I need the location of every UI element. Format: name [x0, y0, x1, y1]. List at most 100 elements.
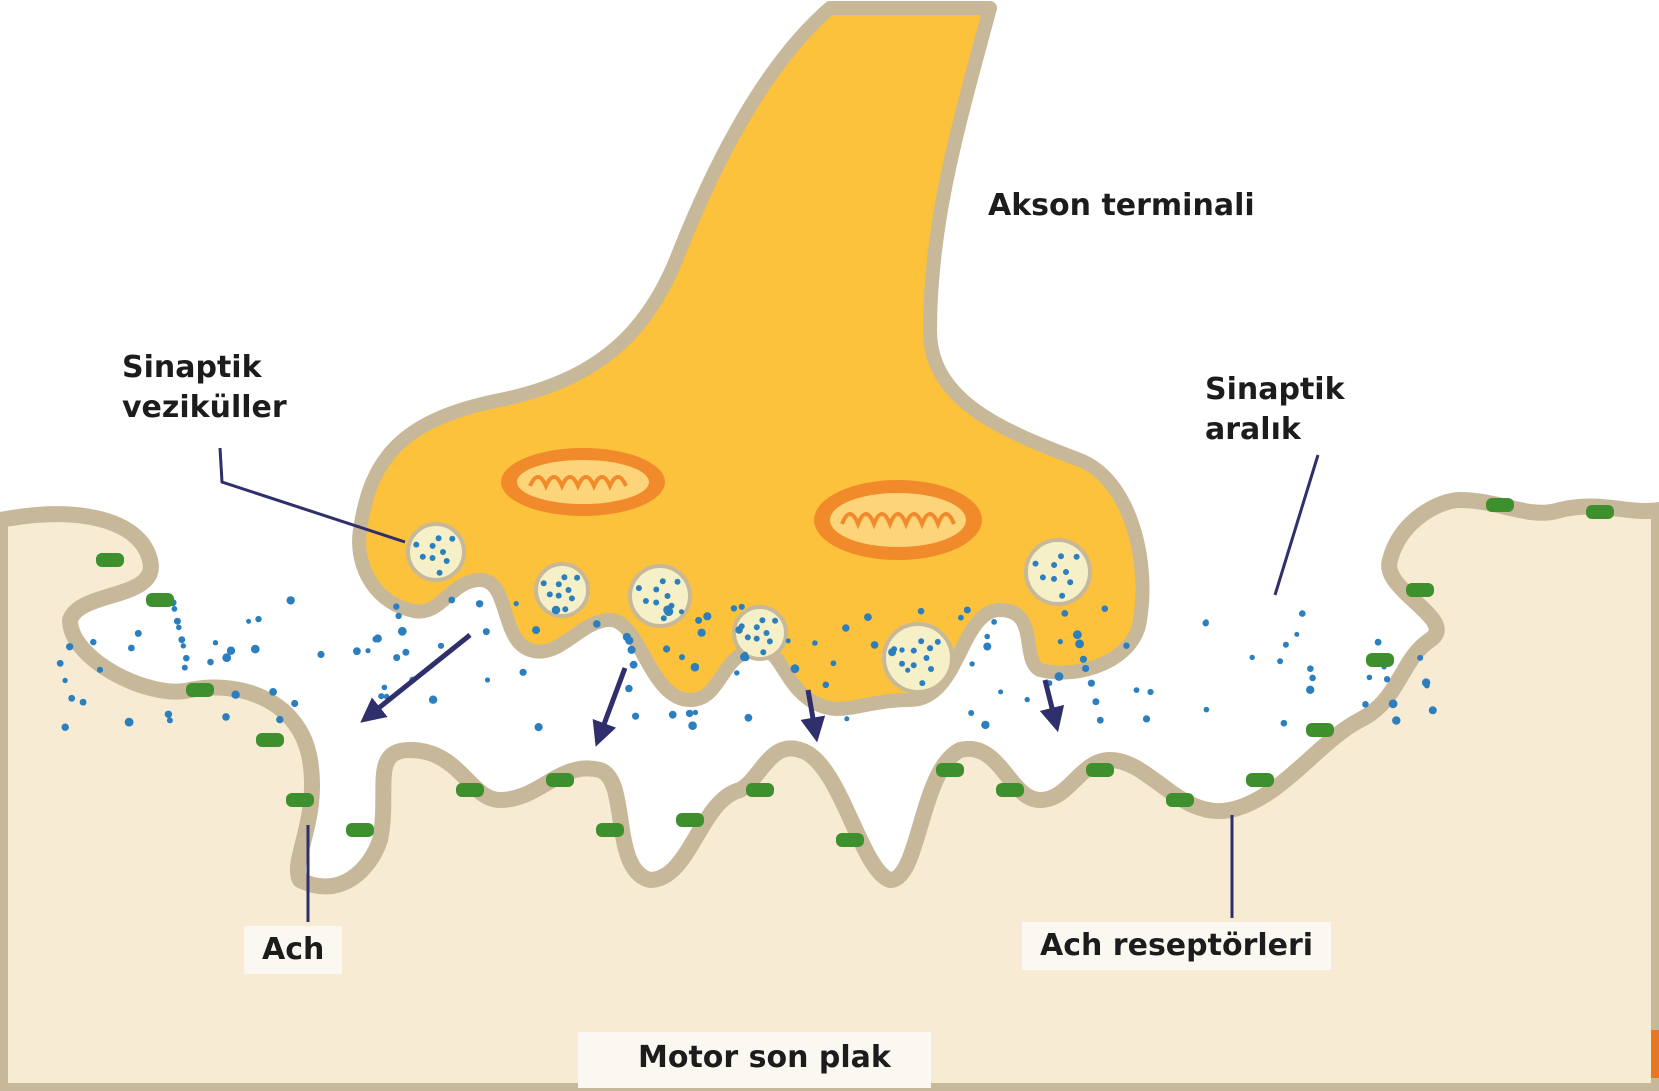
ach-receptor-patch [676, 813, 704, 827]
ach-molecule [176, 625, 182, 631]
ach-molecule [1097, 717, 1104, 724]
ach-molecule [255, 616, 261, 622]
ach-receptor-patch [456, 783, 484, 797]
ach-molecule [1429, 706, 1437, 714]
ach-molecule [398, 627, 407, 636]
ach-molecule [786, 638, 791, 643]
vesicle-4 [734, 607, 786, 659]
label-sinaptik-aralik-line1: Sinaptik [1205, 370, 1345, 410]
ach-molecule [735, 626, 743, 634]
ach-molecule [174, 618, 181, 625]
ach-molecule [899, 647, 904, 652]
label-akson-terminali: Akson terminali [988, 186, 1255, 226]
ach-molecule [625, 637, 633, 645]
ach-molecule [61, 724, 68, 731]
ach-molecule [1277, 658, 1283, 664]
ach-molecule [693, 710, 698, 715]
ach-molecule [888, 648, 896, 656]
ach-molecule [1080, 656, 1087, 663]
ach-molecule [448, 597, 455, 604]
ach-receptor-patch [186, 683, 214, 697]
ach-molecule [1306, 686, 1314, 694]
ach-molecule [485, 677, 490, 682]
ach-molecule [905, 668, 910, 673]
ach-molecule [167, 717, 173, 723]
ach-receptor-patch [346, 823, 374, 837]
ach-molecule [135, 630, 142, 637]
ach-molecule [128, 645, 135, 652]
ach-molecule [984, 634, 990, 640]
mitochondrion-1 [501, 448, 665, 516]
label-sinaptik-aralik: Sinaptik aralık [1205, 370, 1345, 450]
ach-receptor-patch [1166, 793, 1194, 807]
label-ach-reseptorleri: Ach reseptörleri [1022, 922, 1331, 970]
ach-molecule [182, 665, 188, 671]
ach-molecule [213, 640, 218, 645]
ach-molecule [998, 689, 1003, 694]
ach-molecule [68, 695, 75, 702]
ach-molecule [251, 645, 260, 654]
ach-molecule [62, 678, 67, 683]
ach-molecule [393, 654, 400, 661]
ach-receptor-patch [1486, 498, 1514, 512]
ach-molecule [927, 645, 933, 651]
ach-molecule [669, 711, 677, 719]
ach-molecule [1082, 665, 1089, 672]
ach-molecule [1061, 610, 1068, 617]
ach-molecule [514, 601, 519, 606]
ach-molecule [402, 649, 409, 656]
ach-molecule [663, 645, 670, 652]
ach-molecule [395, 613, 401, 619]
ach-molecule [731, 605, 737, 611]
ach-molecule [520, 669, 527, 676]
ach-molecule [823, 682, 830, 689]
ach-molecule [688, 721, 697, 730]
ach-molecule [172, 606, 178, 612]
ach-molecule [1389, 699, 1398, 708]
ach-molecule [964, 607, 971, 614]
label-sinaptik-aralik-line2: aralık [1205, 410, 1345, 450]
ach-molecule [535, 723, 543, 731]
ach-molecule [842, 624, 849, 631]
ach-molecule [66, 643, 73, 650]
ach-molecule [1281, 720, 1288, 727]
ach-molecule [983, 643, 991, 651]
ach-molecule [1307, 665, 1314, 672]
ach-molecule [1392, 716, 1400, 724]
ach-molecule [734, 670, 739, 675]
ach-molecule [981, 721, 989, 729]
ach-molecule [269, 688, 277, 696]
slide-edge-marker [1651, 1030, 1659, 1078]
ach-molecule [686, 710, 693, 717]
release-arrow-1 [370, 635, 470, 715]
ach-molecule [291, 700, 298, 707]
ach-molecule [968, 710, 974, 716]
ach-receptor-patch [1586, 505, 1614, 519]
ach-molecule [1025, 697, 1030, 702]
ach-molecule [429, 696, 437, 704]
ach-molecule [165, 711, 172, 718]
ach-receptor-patch [1086, 763, 1114, 777]
ach-molecule [207, 659, 214, 666]
ach-molecule [628, 646, 636, 654]
ach-molecule [1143, 715, 1150, 722]
ach-molecule [1417, 655, 1423, 661]
ach-molecule [1123, 643, 1129, 649]
ach-molecule [871, 641, 879, 649]
ach-molecule [695, 617, 702, 624]
ach-molecule [1134, 687, 1140, 693]
ach-receptor-patch [1406, 583, 1434, 597]
ach-receptor-patch [96, 553, 124, 567]
label-sinaptik-vezikuller-line1: Sinaptik [122, 348, 287, 388]
ach-molecule [1367, 675, 1373, 681]
ach-molecule [691, 663, 700, 672]
ach-molecule [90, 639, 96, 645]
ach-molecule [222, 713, 230, 721]
ach-receptor-patch [286, 793, 314, 807]
vesicle-6 [1026, 540, 1090, 604]
ach-receptor-patch [256, 733, 284, 747]
ach-molecule [183, 655, 190, 662]
ach-molecule [1309, 675, 1316, 682]
ach-molecule [1073, 630, 1082, 639]
